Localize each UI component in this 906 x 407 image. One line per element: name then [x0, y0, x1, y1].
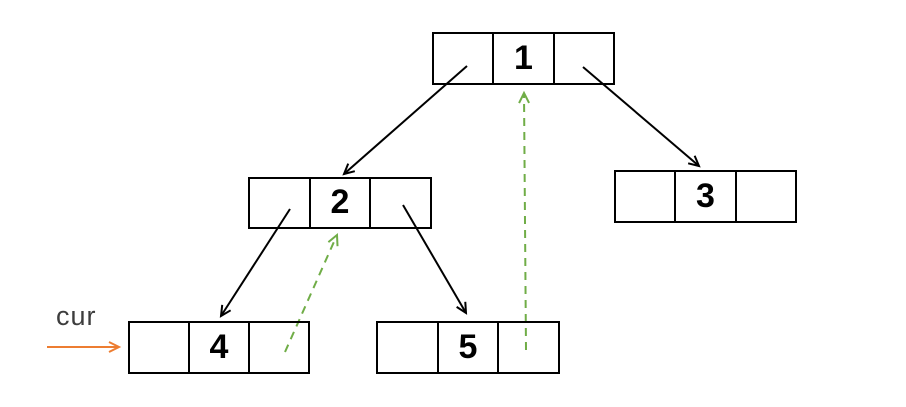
node-4-box: 4 — [128, 321, 310, 374]
back-pointer-5-to-1 — [518, 90, 530, 351]
node-2-left-pointer-cell — [250, 179, 311, 227]
back-pointer-4-to-2 — [284, 232, 339, 353]
node-5-box: 5 — [376, 321, 560, 374]
node-3-right-pointer-cell — [737, 172, 795, 221]
node-1-left-pointer-cell — [434, 34, 495, 83]
node-3-left-pointer-cell — [616, 172, 677, 221]
node-3-value: 3 — [676, 172, 737, 221]
node-3-box: 3 — [614, 170, 797, 223]
tree-edge-2-left-to-4 — [219, 208, 291, 318]
node-2-box: 2 — [248, 177, 432, 229]
node-1-value: 1 — [494, 34, 555, 83]
node-5-value: 5 — [439, 323, 500, 372]
node-1-right-pointer-cell — [555, 34, 613, 83]
node-1-box: 1 — [432, 32, 615, 85]
node-4-value: 4 — [190, 323, 250, 372]
node-5-right-pointer-cell — [499, 323, 558, 372]
node-2-right-pointer-cell — [371, 179, 430, 227]
node-2-value: 2 — [311, 179, 372, 227]
node-4-left-pointer-cell — [130, 323, 190, 372]
cursor-label: cur — [56, 301, 97, 331]
tree-edge-2-right-to-5 — [402, 204, 468, 315]
node-5-left-pointer-cell — [378, 323, 439, 372]
node-4-right-pointer-cell — [250, 323, 308, 372]
